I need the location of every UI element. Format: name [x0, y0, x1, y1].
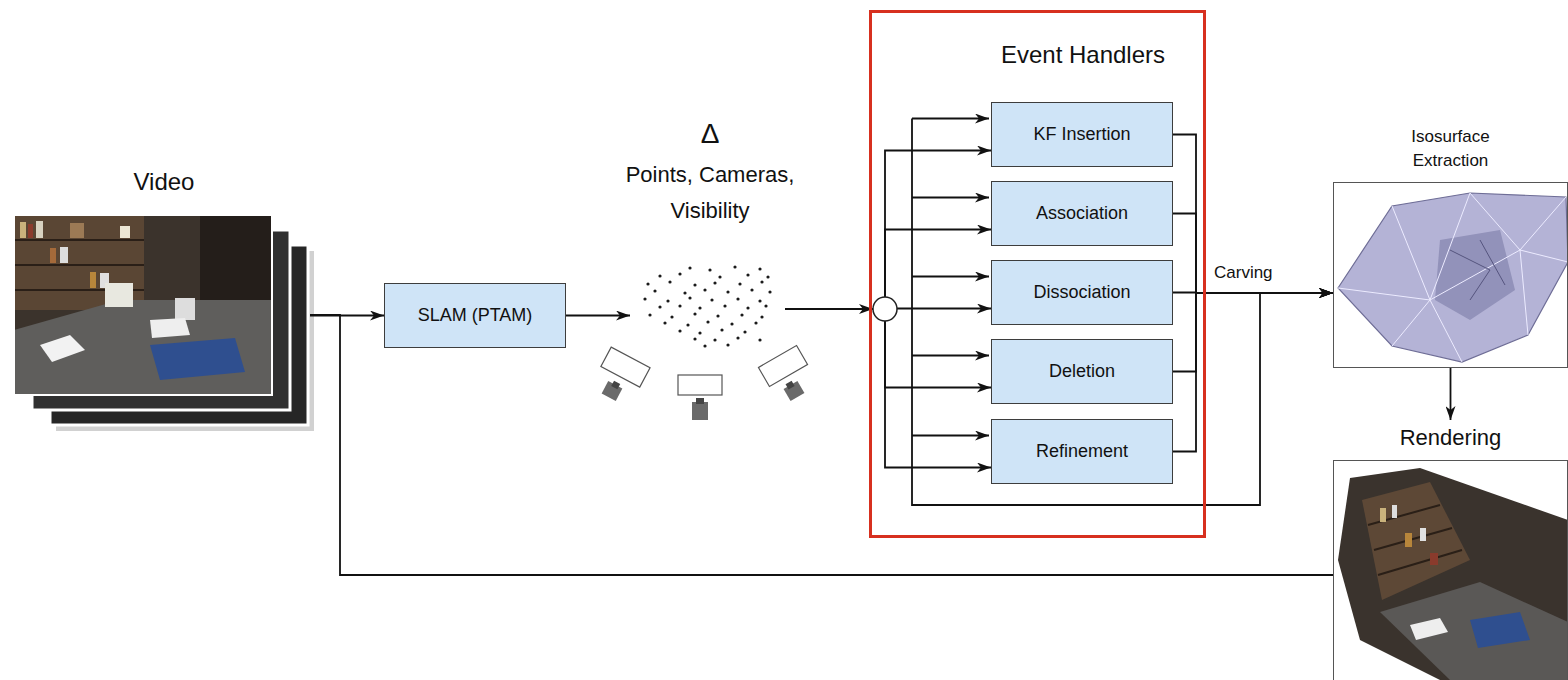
figure-frame — [630, 249, 785, 369]
connector-arrow — [785, 309, 991, 468]
rendering-panel: Rendering — [1333, 422, 1568, 680]
point-cloud: ΔPoints, Cameras, Visibility — [595, 112, 825, 422]
connector-arrow — [1173, 214, 1333, 294]
handler-group: Event Handlers KF InsertionAssociationDis… — [869, 10, 1206, 538]
edge-label: Carving — [1212, 262, 1275, 284]
connector-arrow — [1173, 293, 1333, 372]
box-label: KF Insertion — [1033, 124, 1130, 146]
feedback-loop — [912, 119, 1260, 506]
connector-arrow — [566, 315, 630, 317]
junction-circle — [873, 297, 897, 321]
figure-frame — [1333, 182, 1568, 368]
box-label: Refinement — [1036, 441, 1128, 463]
connector-arrow — [1173, 293, 1333, 452]
figure-frame — [1333, 460, 1568, 680]
figure-frame — [14, 215, 310, 430]
connector-arrow — [1173, 135, 1333, 294]
connector-arrow — [785, 151, 991, 310]
heading-label: Δ — [595, 112, 825, 156]
heading-label: Video — [33, 167, 295, 197]
point-cloud-figure — [601, 267, 808, 420]
heading-label: Isosurface Extraction — [1386, 125, 1516, 173]
process-box: Refinement — [991, 419, 1173, 484]
heading-label: Rendering — [1333, 422, 1568, 454]
box-label: Deletion — [1049, 361, 1115, 383]
video-input: Video — [14, 160, 314, 435]
heading-label: Event Handlers — [972, 40, 1194, 70]
rendered-view — [1338, 468, 1568, 680]
video-frames — [14, 215, 314, 431]
isosurface-mesh — [1338, 193, 1568, 362]
box-label: SLAM (PTAM) — [418, 305, 533, 327]
box-label: Dissociation — [1033, 282, 1130, 304]
heading-label: Points, Cameras, Visibility — [595, 157, 825, 229]
process-box: Deletion — [991, 339, 1173, 404]
process-box: Dissociation — [991, 260, 1173, 325]
process-box: KF Insertion — [991, 102, 1173, 167]
process-box: SLAM (PTAM) — [384, 283, 566, 348]
isosurface-panel: Isosurface Extraction — [1333, 125, 1568, 368]
process-box: Association — [991, 181, 1173, 246]
box-label: Association — [1036, 203, 1128, 225]
connector-arrow — [1450, 368, 1452, 420]
